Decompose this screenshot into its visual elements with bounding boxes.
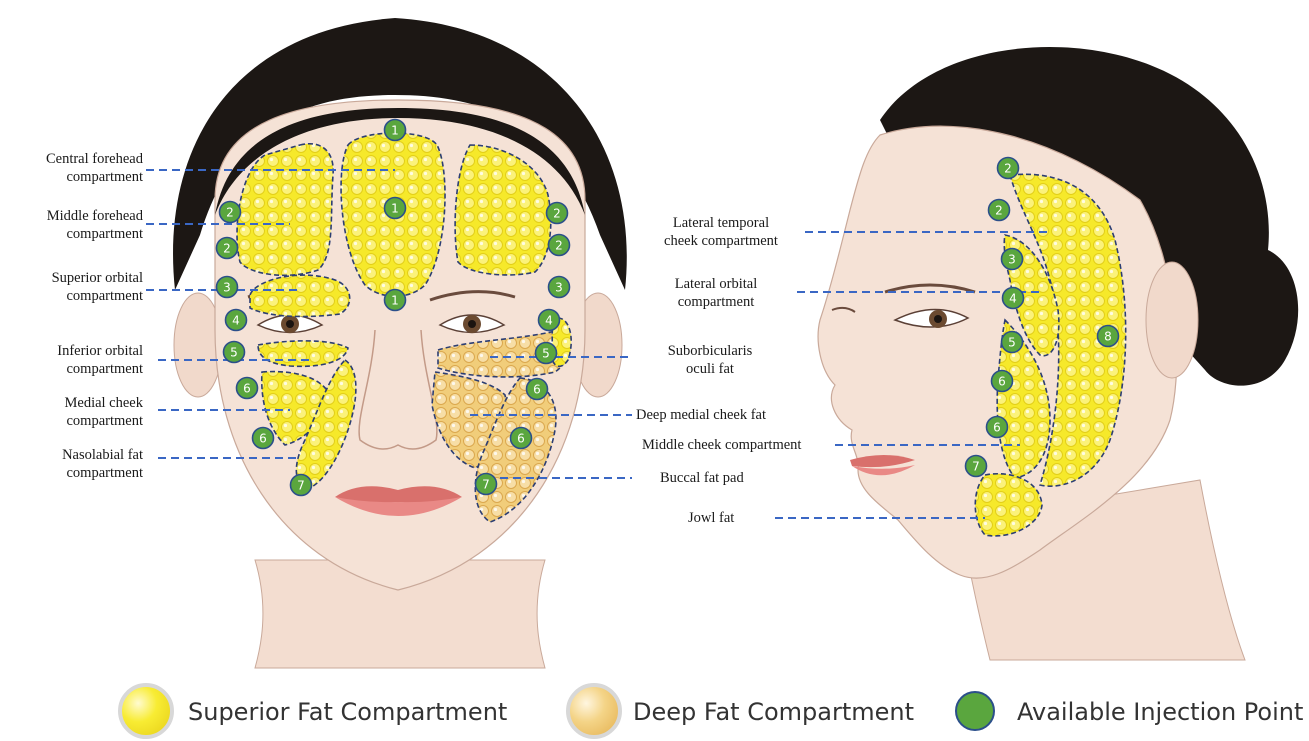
side-injection-point-number: 2 <box>995 204 1003 218</box>
label-inferior-orbital: Inferior orbital compartment <box>57 342 143 378</box>
label-nasolabial: Nasolabial fat compartment <box>62 446 143 482</box>
side-injection-point-number: 8 <box>1104 330 1112 344</box>
front-injection-point-number: 1 <box>391 124 399 138</box>
front-injection-point-number: 7 <box>297 479 305 493</box>
front-injection-point-number: 5 <box>542 347 550 361</box>
side-injection-point-number: 3 <box>1008 253 1016 267</box>
front-injection-point-number: 6 <box>517 432 525 446</box>
legend-label-deep: Deep Fat Compartment <box>633 698 914 726</box>
deep-fat-icon <box>568 685 620 737</box>
label-superior-orbital: Superior orbital compartment <box>52 269 143 305</box>
side-face <box>775 47 1298 660</box>
label-middle-forehead: Middle forehead compartment <box>47 207 143 243</box>
label-suborbicularis: Suborbicularis oculi fat <box>655 342 765 378</box>
superior-fat-icon <box>120 685 172 737</box>
front-injection-point-number: 1 <box>391 202 399 216</box>
legend-label-superior: Superior Fat Compartment <box>188 698 507 726</box>
front-injection-point-number: 1 <box>391 294 399 308</box>
front-face <box>146 18 632 668</box>
front-injection-point-number: 6 <box>259 432 267 446</box>
label-central-forehead: Central forehead compartment <box>46 150 143 186</box>
front-injection-point-number: 3 <box>555 281 563 295</box>
label-buccal-fat-pad: Buccal fat pad <box>660 469 744 487</box>
label-deep-medial-cheek: Deep medial cheek fat <box>636 406 766 424</box>
label-jowl-fat: Jowl fat <box>688 509 734 527</box>
label-medial-cheek: Medial cheek compartment <box>64 394 143 430</box>
front-injection-point-number: 2 <box>555 239 563 253</box>
front-injection-point-number: 2 <box>223 242 231 256</box>
front-injection-point-number: 2 <box>553 207 561 221</box>
front-injection-point-number: 6 <box>243 382 251 396</box>
side-injection-point-number: 5 <box>1008 336 1016 350</box>
label-lateral-temporal: Lateral temporal cheek compartment <box>652 214 790 250</box>
side-injection-point-number: 6 <box>998 375 1006 389</box>
label-middle-cheek: Middle cheek compartment <box>642 436 801 454</box>
front-injection-point-number: 4 <box>232 314 240 328</box>
side-ear <box>1146 262 1198 378</box>
side-injection-point-number: 4 <box>1009 292 1017 306</box>
label-lateral-orbital: Lateral orbital compartment <box>655 275 777 311</box>
front-injection-point-number: 4 <box>545 314 553 328</box>
legend: Superior Fat Compartment Deep Fat Compar… <box>120 685 1303 737</box>
legend-item-superior: Superior Fat Compartment <box>120 685 507 737</box>
front-injection-point-number: 5 <box>230 346 238 360</box>
legend-label-injection: Available Injection Point <box>1017 698 1303 726</box>
front-injection-point-number: 2 <box>226 206 234 220</box>
front-injection-point-number: 7 <box>482 478 490 492</box>
side-injection-point-number: 6 <box>993 421 1001 435</box>
side-injection-point-number: 7 <box>972 460 980 474</box>
injection-point-icon <box>956 692 994 730</box>
front-injection-point-number: 3 <box>223 281 231 295</box>
side-injection-point-number: 2 <box>1004 162 1012 176</box>
legend-item-injection: Available Injection Point <box>956 692 1303 730</box>
front-injection-point-number: 6 <box>533 383 541 397</box>
legend-item-deep: Deep Fat Compartment <box>568 685 914 737</box>
